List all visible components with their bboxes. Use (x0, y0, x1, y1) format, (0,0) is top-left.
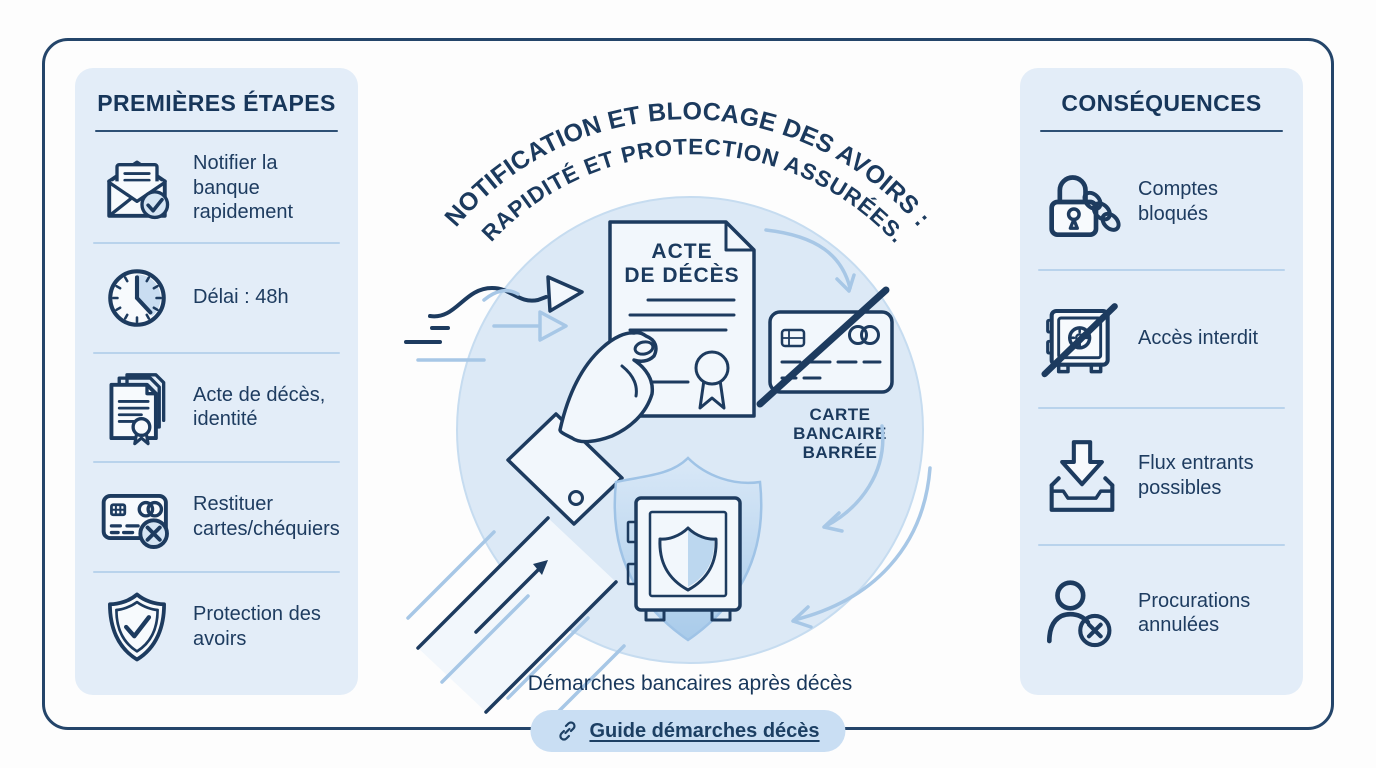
document-label-line2: DE DÉCÈS (624, 264, 739, 287)
list-item-incoming-flows: Flux entrants possibles (1034, 409, 1289, 544)
card-label-line3: BARRÉE (803, 443, 878, 462)
list-item-notify-bank: Notifier la banque rapidement (89, 134, 344, 242)
list-item-label: Acte de décès, identité (193, 383, 326, 431)
divider (93, 571, 340, 574)
clock-icon (89, 261, 185, 335)
guide-link-label: Guide démarches décès (589, 719, 820, 742)
divider (93, 351, 340, 354)
footer-caption: Démarches bancaires après décès (527, 672, 853, 695)
left-panel-premieres-etapes: PREMIÈRES ÉTAPES Notifier la banque rapi… (75, 68, 358, 695)
list-item-protection: Protection des avoirs (89, 573, 344, 681)
list-item-label: Comptes bloqués (1138, 177, 1219, 225)
divider (1038, 543, 1285, 546)
divider (1038, 269, 1285, 272)
flow-arrows-right (764, 228, 932, 629)
list-item-documents: Acte de décès, identité (89, 354, 344, 462)
envelope-check-icon (89, 148, 185, 228)
sleeve-illustration (406, 516, 626, 730)
left-panel-rule (95, 130, 338, 132)
list-item-delay: Délai : 48h (89, 244, 344, 352)
lock-chain-icon (1034, 160, 1130, 244)
left-panel-items: Notifier la banque rapidement Délai : 48… (89, 132, 344, 681)
list-item-label: Notifier la banque rapidement (193, 151, 294, 224)
documents-seal-icon (89, 367, 185, 447)
left-panel-title: PREMIÈRES ÉTAPES (97, 90, 336, 116)
person-x-icon (1034, 571, 1130, 655)
hand-illustration (506, 330, 658, 526)
right-panel-items: Comptes bloqués (1034, 132, 1289, 681)
list-item-accounts-blocked: Comptes bloqués (1034, 134, 1289, 269)
divider (1038, 406, 1285, 409)
link-icon (559, 721, 576, 741)
list-item-access-forbidden: Accès interdit (1034, 271, 1289, 406)
crossed-bank-card-illustration: CARTE BANCAIRE BARRÉE (756, 286, 894, 462)
list-item-proxies-cancelled: Procurations annulées (1034, 546, 1289, 681)
list-item-label: Restituer cartes/chéquiers (193, 493, 340, 541)
list-item-label: Procurations annulées (1138, 589, 1251, 637)
safe-slash-icon (1034, 297, 1130, 381)
document-label-line1: ACTE (651, 240, 712, 263)
right-panel-consequences: CONSÉQUENCES Comptes bloqués (1020, 68, 1303, 695)
card-label-line1: CARTE (809, 405, 870, 424)
death-certificate-illustration: ACTE DE DÉCÈS (608, 220, 756, 418)
card-label-line2: BANCAIRE (793, 424, 887, 443)
list-item-return-cards: Restituer cartes/chéquiers (89, 463, 344, 571)
inbox-arrow-icon (1034, 434, 1130, 518)
guide-link[interactable]: Guide démarches décès (530, 710, 846, 752)
card-crossed-icon (89, 477, 185, 557)
shield-check-icon (89, 588, 185, 666)
list-item-label: Protection des avoirs (193, 603, 321, 651)
center-illustration: NOTIFICATION ET BLOCAGE DES AVOIRS : RAP… (404, 97, 936, 730)
protected-safe-illustration (613, 456, 763, 642)
right-panel-title: CONSÉQUENCES (1061, 90, 1262, 116)
list-item-label: Flux entrants possibles (1138, 452, 1254, 500)
divider (93, 241, 340, 244)
speed-arrows-left (404, 275, 584, 362)
list-item-label: Délai : 48h (193, 286, 289, 309)
list-item-label: Accès interdit (1138, 327, 1259, 350)
right-panel-rule (1040, 130, 1283, 132)
divider (93, 461, 340, 464)
